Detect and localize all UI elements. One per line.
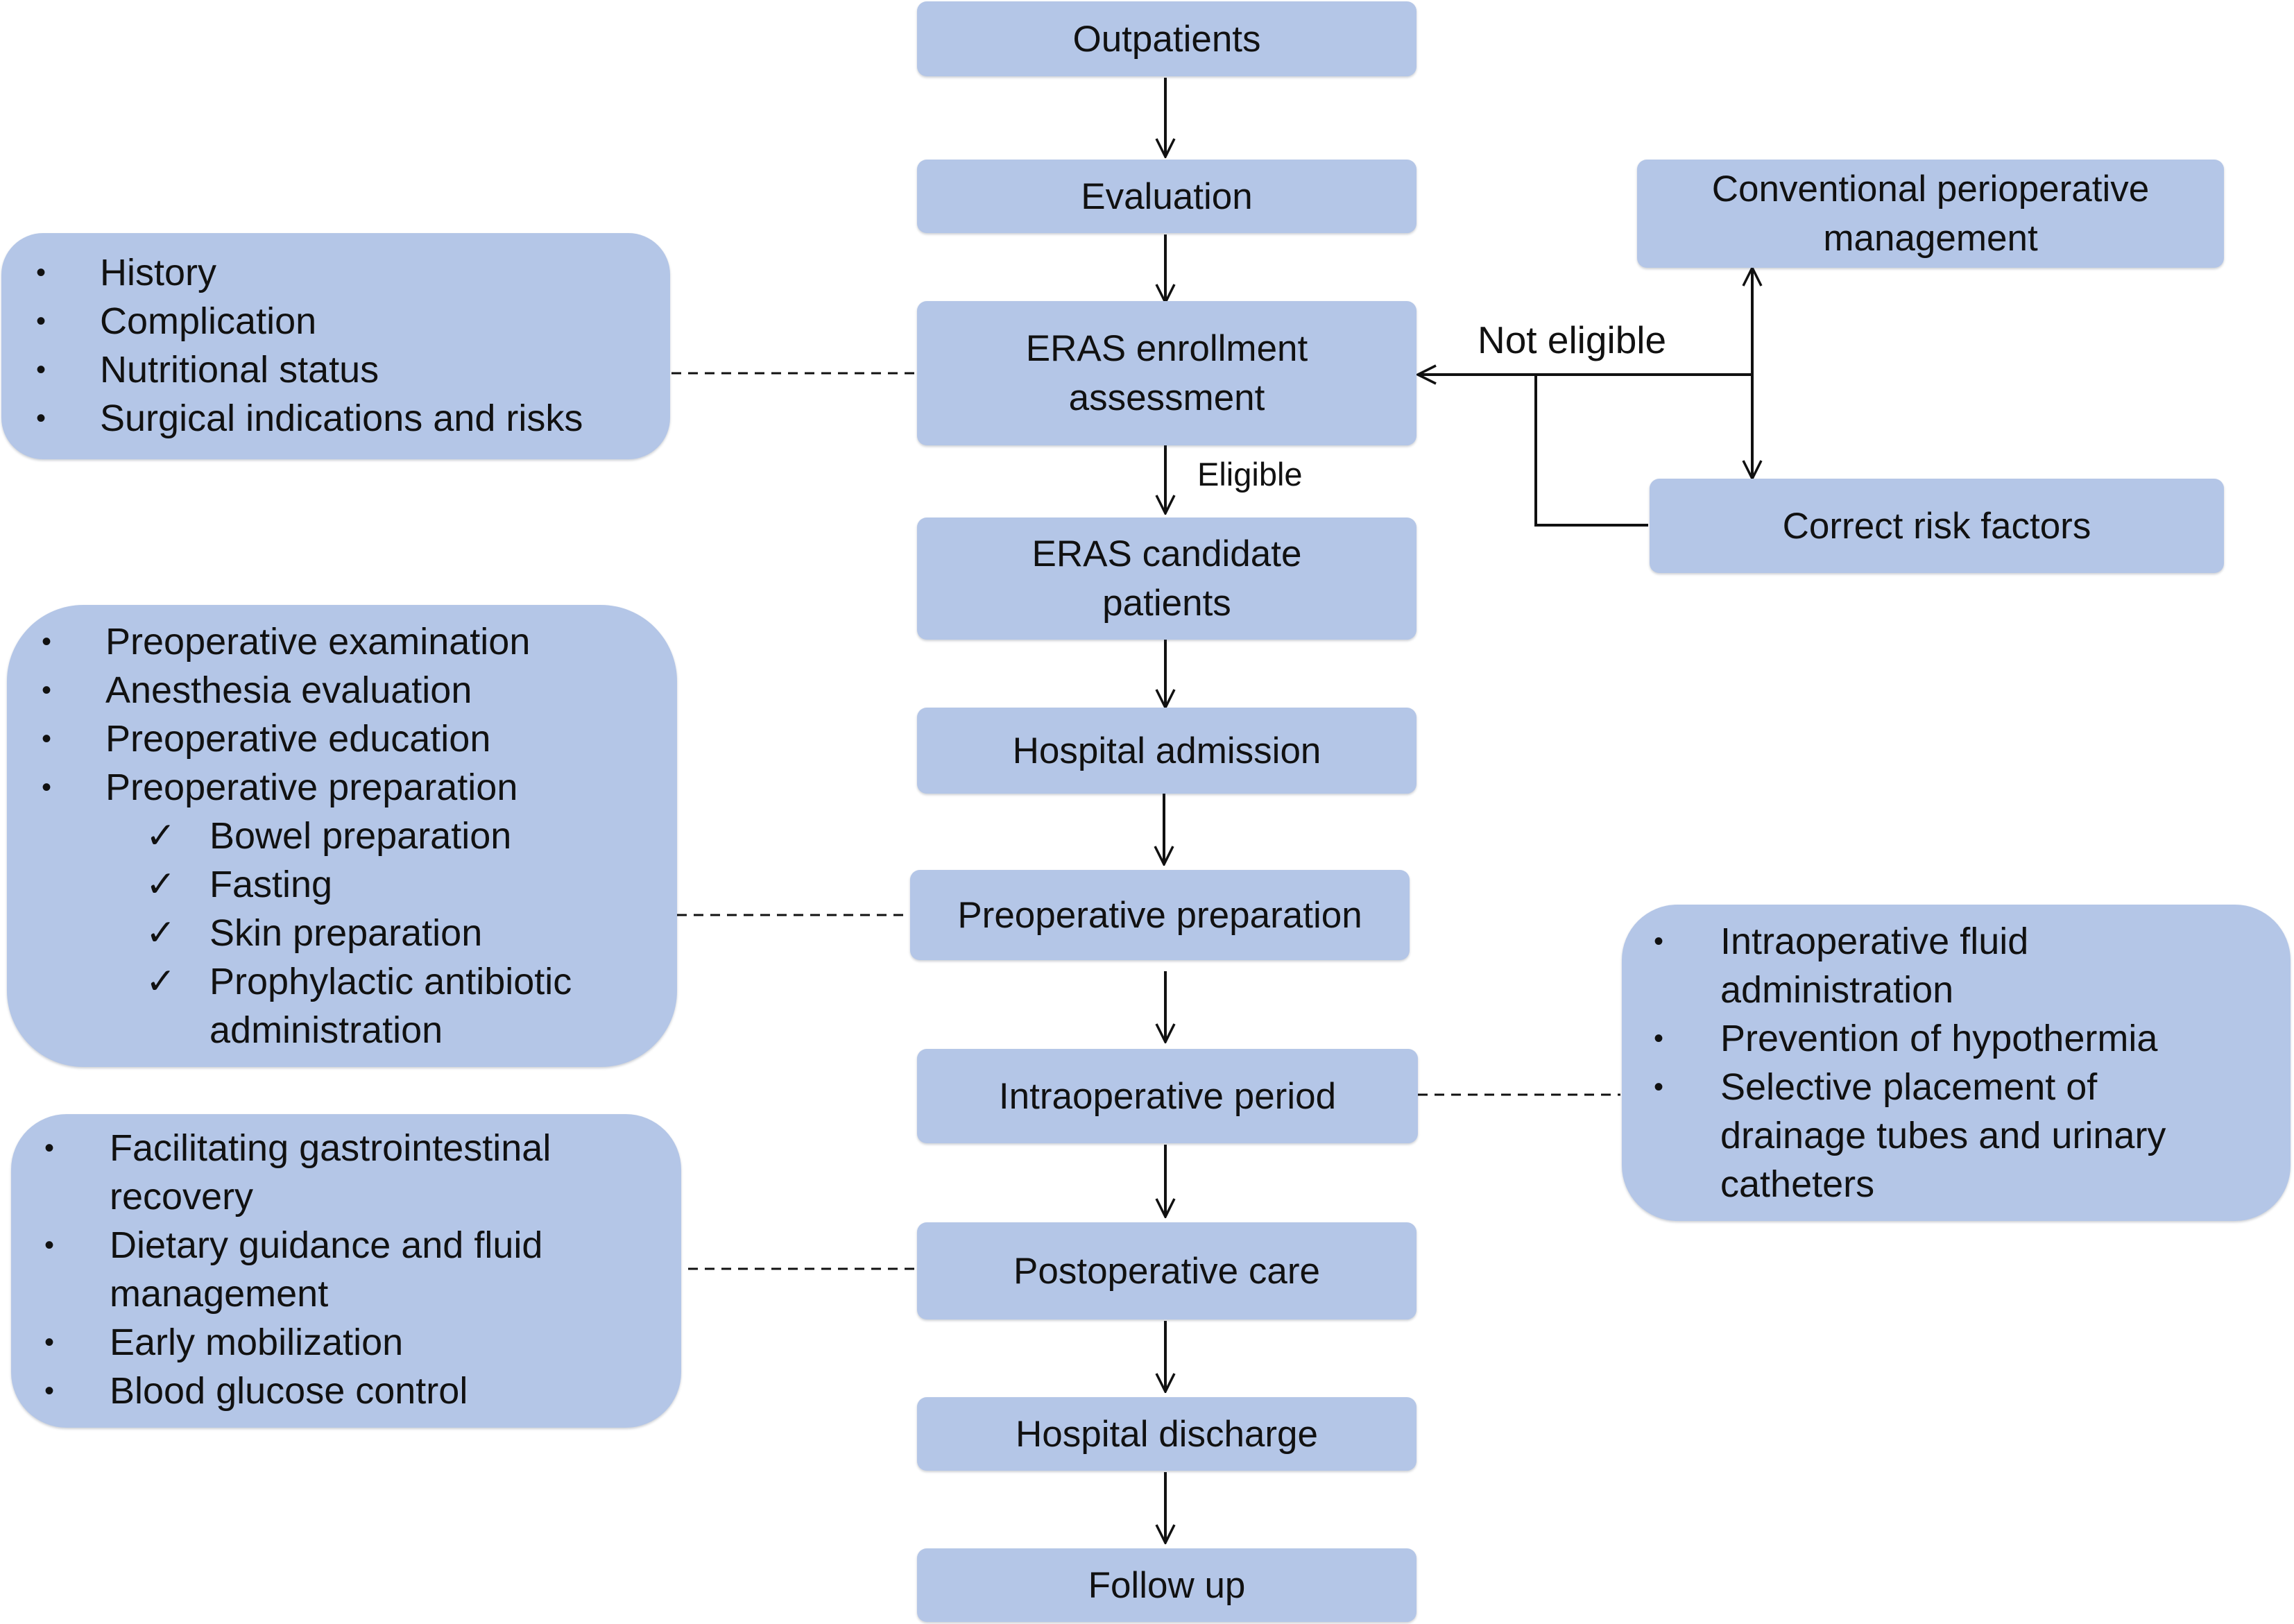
- list-item: •Early mobilization: [44, 1322, 404, 1363]
- box-conventional-management: Conventional perioperative management: [1637, 160, 2224, 268]
- box-hospital-admission: Hospital admission: [917, 708, 1416, 794]
- notes-enrollment-assessment: •History •Complication •Nutritional stat…: [1, 233, 670, 459]
- check-icon: ✓: [146, 816, 176, 856]
- list-item: •Prevention of hypothermia: [1654, 1018, 2158, 1059]
- label-not-eligible: Not eligible: [1478, 318, 1667, 361]
- box-correct-risk-factors: Correct risk factors: [1650, 479, 2224, 573]
- label-eligible: Eligible: [1197, 456, 1303, 493]
- box-hospital-discharge: Hospital discharge: [917, 1397, 1416, 1471]
- list-item: •Nutritional status: [36, 349, 379, 391]
- box-postoperative-care: Postoperative care: [917, 1222, 1416, 1319]
- list-item: •Preoperative examination: [42, 621, 531, 663]
- check-icon: ✓: [146, 961, 176, 1002]
- list-item: •Complication: [36, 300, 317, 342]
- line-correct-risk-return: [1534, 375, 1648, 527]
- list-item: •History: [36, 252, 217, 293]
- box-evaluation: Evaluation: [917, 160, 1416, 233]
- sub-list-item: ✓Bowel preparation: [7, 812, 677, 860]
- box-preoperative-preparation: Preoperative preparation: [910, 870, 1410, 960]
- sub-list-item-continued: administration: [209, 1009, 443, 1051]
- sub-list-item: ✓Skin preparation: [7, 909, 677, 957]
- list-item: •Surgical indications and risks: [36, 398, 583, 439]
- box-follow-up: Follow up: [917, 1548, 1416, 1622]
- box-outpatients: Outpatients: [917, 1, 1416, 76]
- list-item: •Anesthesia evaluation: [42, 669, 472, 711]
- notes-preoperative: •Preoperative examination •Anesthesia ev…: [7, 605, 677, 1067]
- sub-list-item: ✓Prophylactic antibiotic: [7, 957, 677, 1006]
- check-icon: ✓: [146, 864, 176, 905]
- list-item: •Blood glucose control: [44, 1370, 468, 1412]
- check-icon: ✓: [146, 913, 176, 953]
- box-intraoperative-period: Intraoperative period: [917, 1049, 1418, 1143]
- list-item: •Preoperative preparation: [42, 767, 518, 808]
- list-item: •Preoperative education: [42, 718, 491, 760]
- box-eras-enrollment: ERAS enrollment assessment: [917, 301, 1416, 445]
- box-eras-candidate: ERAS candidate patients: [917, 518, 1416, 640]
- sub-list-item: ✓Fasting: [7, 860, 677, 909]
